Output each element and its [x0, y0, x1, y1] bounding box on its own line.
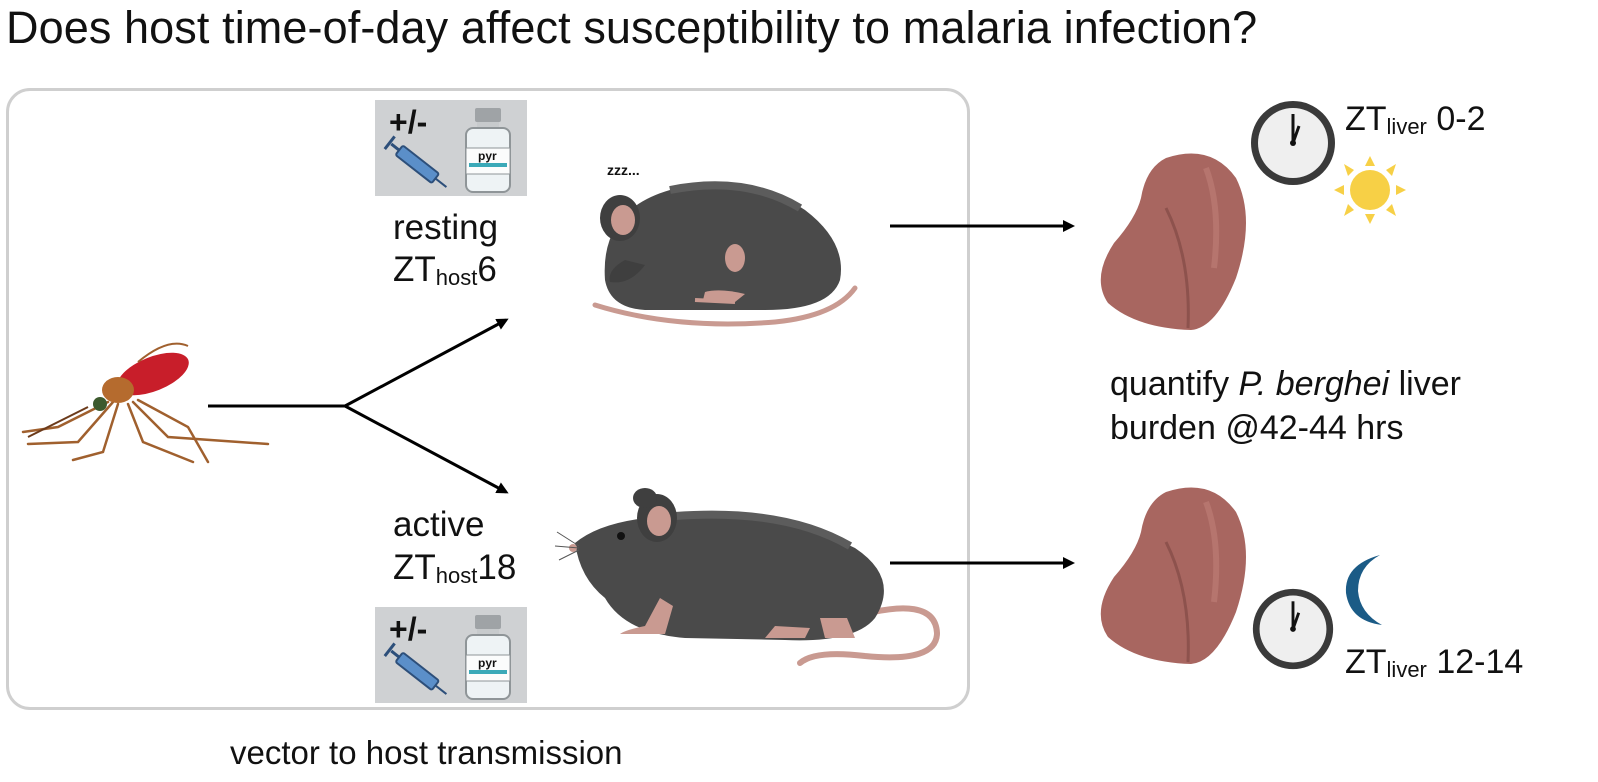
vial-label: pyr — [478, 656, 497, 670]
clock-icon — [1252, 588, 1334, 670]
liver-icon — [1100, 487, 1246, 664]
resting-zt-label: ZThost6 — [393, 250, 497, 290]
transmission-panel — [6, 88, 970, 710]
outcome-line-1: quantify P. berghei liver — [1110, 365, 1461, 403]
clock-icon — [1251, 101, 1335, 185]
sleeping-mouse-icon — [592, 181, 858, 327]
sleep-text: zzz... — [607, 162, 640, 178]
vial-icon — [465, 615, 511, 700]
drug-box-resting: +/- pyr — [375, 100, 527, 196]
active-zt-label: ZThost18 — [393, 548, 517, 588]
panel-caption: vector to host transmission — [230, 734, 623, 771]
mosquito-icon — [21, 342, 270, 464]
figure-title: Does host time-of-day affect susceptibil… — [6, 2, 1258, 53]
vial-label: pyr — [478, 149, 497, 163]
drug-box-active: +/- pyr — [375, 607, 527, 703]
toggle-label: +/- — [389, 104, 428, 140]
active-label: active — [393, 505, 485, 544]
toggle-label: +/- — [389, 611, 428, 647]
resting-label: resting — [393, 208, 499, 247]
liver-zt-top: ZTliver 0-2 — [1345, 100, 1486, 139]
active-mouse-icon — [554, 488, 941, 666]
outcome-line-2: burden @42-44 hrs — [1110, 409, 1404, 447]
syringe-icon — [383, 642, 448, 695]
vial-icon — [465, 108, 511, 193]
sun-icon — [1334, 156, 1406, 224]
moon-icon — [1345, 555, 1382, 625]
liver-icon — [1100, 153, 1246, 330]
syringe-icon — [383, 135, 448, 188]
liver-zt-bottom: ZTliver 12-14 — [1345, 643, 1524, 682]
